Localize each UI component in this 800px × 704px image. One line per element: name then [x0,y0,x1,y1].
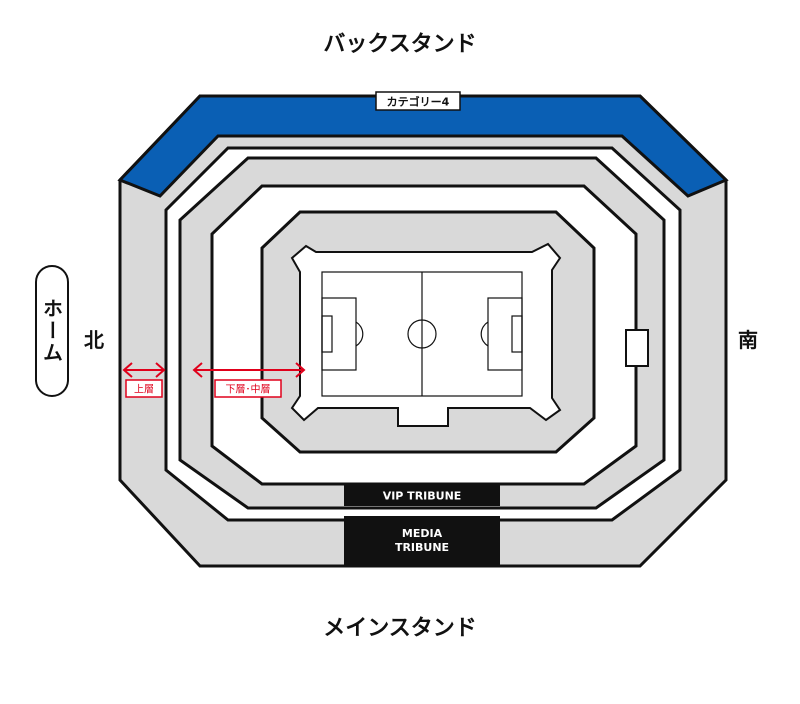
vip-tribune-label: VIP TRIBUNE [383,490,462,503]
category-4-section[interactable] [117,94,729,198]
vip-tribune[interactable] [344,484,500,506]
media-tribune[interactable] [344,516,500,566]
lower-middle-tier-label-box [214,379,282,398]
pitch-surround [290,242,562,427]
category-label: カテゴリー4 [387,95,450,109]
upper-tier-label-box [125,379,163,398]
home-side-label: ホーム [39,298,64,364]
south-gate [625,329,649,367]
upper-tier-arrow [122,362,166,378]
lower-middle-tier-label: 下層･中層 [226,383,271,396]
home-side-badge: ホーム [35,265,69,397]
north-label: 北 [84,328,104,352]
lower-middle-tier-arrow [192,362,306,378]
back-stand-title: バックスタンド [323,32,477,57]
media-tribune-label-line1: MEDIA [402,527,443,540]
south-label: 南 [738,328,758,352]
category-label-box [375,91,461,111]
upper-tier-label: 上層 [134,384,154,396]
main-stand-title: メインスタンド [323,616,477,641]
media-tribune-label-line2: TRIBUNE [395,541,449,554]
football-pitch [321,271,523,397]
